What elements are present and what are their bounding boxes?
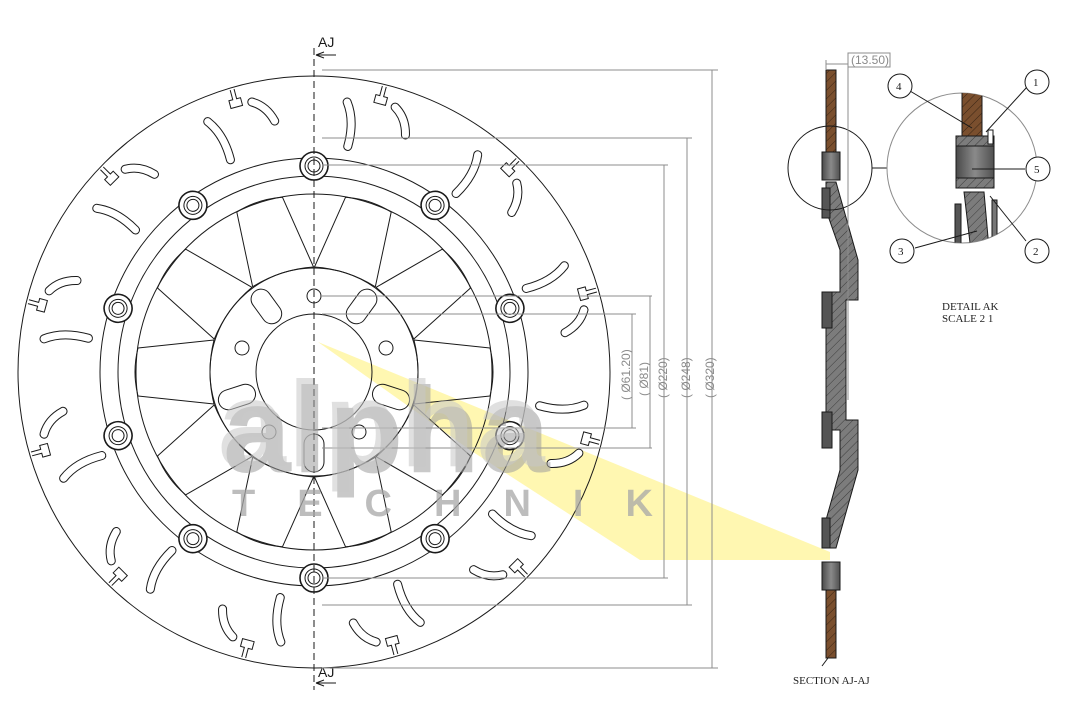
dim-81: ( Ø81) bbox=[637, 362, 651, 396]
section-marker-top: AJ bbox=[318, 34, 334, 50]
section-arrow-top bbox=[315, 51, 336, 59]
rotor-section-top bbox=[825, 69, 837, 161]
dim-220: ( Ø220) bbox=[656, 357, 670, 398]
balloon-3: 3 bbox=[889, 238, 915, 264]
thickness-dimension: (13.50) bbox=[851, 53, 889, 67]
bushing-bottom bbox=[821, 561, 841, 591]
bushing-top bbox=[821, 151, 841, 181]
svg-text:5: 5 bbox=[1034, 164, 1040, 176]
carrier-windows bbox=[134, 196, 494, 548]
section-marker-bottom: AJ bbox=[318, 664, 334, 680]
svg-text:4: 4 bbox=[896, 81, 902, 93]
rotor-section-bottom bbox=[825, 587, 837, 659]
dim-320: ( Ø320) bbox=[703, 357, 717, 398]
balloon-4: 4 bbox=[887, 73, 913, 99]
dim-61: ( Ø61.20) bbox=[619, 349, 633, 400]
section-title: SECTION AJ-AJ bbox=[793, 675, 870, 687]
watermark-word-technik: TECHNIK bbox=[232, 483, 695, 525]
svg-text:1: 1 bbox=[1033, 77, 1039, 89]
watermark-logo: alpha alpha TECHNIK bbox=[218, 356, 695, 525]
balloon-5: 5 bbox=[1025, 156, 1051, 182]
balloon-1: 1 bbox=[1024, 69, 1050, 95]
watermark-word-alpha: alpha bbox=[223, 362, 552, 498]
dim-248: ( Ø248) bbox=[679, 357, 693, 398]
detail-title: DETAIL AK bbox=[942, 301, 999, 313]
carrier-section bbox=[825, 181, 859, 549]
balloon-2: 2 bbox=[1024, 238, 1050, 264]
disc-front-view bbox=[17, 48, 611, 690]
watermark-word-alpha-shadow: alpha bbox=[218, 356, 547, 492]
cooling-slots bbox=[39, 97, 589, 647]
detail-ak-view: 4 1 5 3 2 bbox=[886, 69, 1051, 264]
section-view bbox=[787, 52, 891, 667]
watermark-yellow-swoosh bbox=[318, 342, 830, 560]
svg-text:3: 3 bbox=[898, 246, 904, 258]
section-arrow-bottom bbox=[315, 679, 336, 687]
dimension-lines bbox=[322, 69, 718, 669]
svg-text:2: 2 bbox=[1033, 246, 1039, 258]
dimension-labels: ( Ø61.20) ( Ø81) ( Ø220) ( Ø248) ( Ø320) bbox=[619, 349, 717, 400]
detail-scale: SCALE 2 1 bbox=[942, 313, 993, 325]
